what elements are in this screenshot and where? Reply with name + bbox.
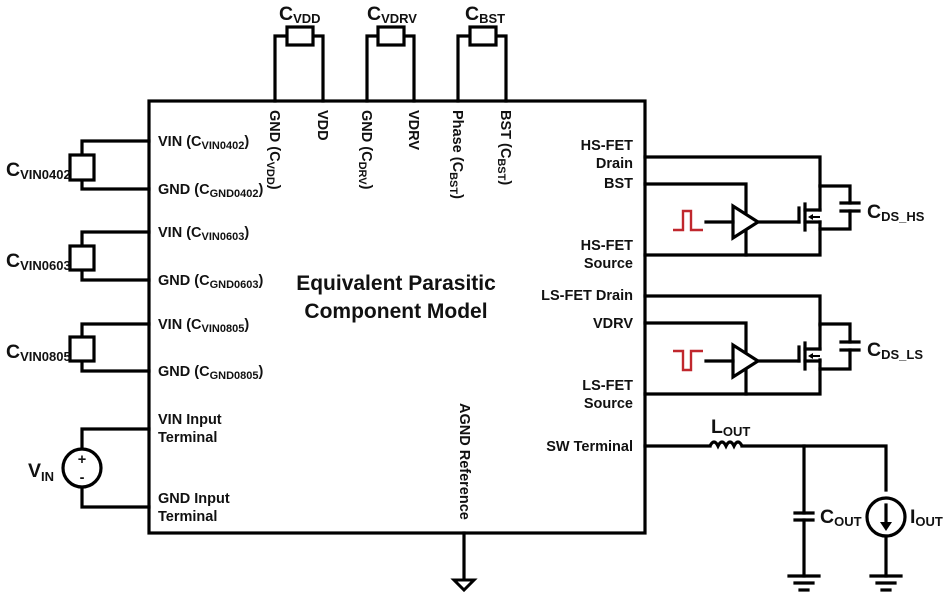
cout-ground-icon — [787, 574, 821, 592]
cap-cvin0805: CVIN0805 — [6, 322, 151, 373]
vin-label: VIN — [28, 460, 54, 484]
lout-inductor-icon — [708, 440, 744, 450]
ls-fet-section — [643, 294, 861, 396]
pin-vdrv: VDRV — [593, 316, 633, 332]
pin-phase: Phase (CBST) — [447, 110, 465, 199]
pin-sw-terminal: SW Terminal — [546, 439, 633, 455]
vin-input-terminal-2: Terminal — [158, 430, 217, 446]
cvdd-body — [285, 25, 315, 47]
pin-bst: BST — [604, 176, 633, 192]
cvdrv-label: CVDRV — [367, 3, 417, 26]
lout-label: LOUT — [711, 416, 750, 439]
pin-gnd-0402: GND (CGND0402) — [158, 182, 263, 200]
vin-source-circle — [61, 447, 103, 489]
hs-fet-section — [643, 155, 861, 257]
pin-gnd-0805: GND (CGND0805) — [158, 364, 263, 382]
hs-pwm-pulse-icon — [673, 209, 703, 232]
cbst-label: CBST — [465, 3, 505, 26]
iout-ground-icon — [869, 574, 903, 592]
pin-hs-drain-1: HS-FET — [581, 138, 634, 154]
cap-cvdrv: CVDRV — [365, 3, 417, 103]
agnd-reference-label: AGND Reference — [456, 403, 472, 520]
cvdd-label: CVDD — [279, 3, 321, 26]
vin-source: + - VIN — [28, 427, 151, 509]
svg-text:CVIN0805: CVIN0805 — [6, 341, 71, 364]
pin-gnd-cdrv: GND (CDRV) — [356, 110, 374, 190]
pin-ls-source-2: Source — [584, 396, 633, 412]
pin-vin-0402: VIN (CVIN0402) — [158, 134, 249, 152]
pin-bst-top: BST (CBST) — [495, 110, 513, 185]
cap-cvdd: CVDD — [273, 3, 325, 103]
cap-cvin0603: CVIN0603 — [6, 230, 151, 282]
pin-hs-drain-2: Drain — [596, 156, 633, 172]
iout-arrow-icon — [880, 522, 892, 531]
gnd-input-terminal-1: GND Input — [158, 491, 230, 507]
ls-pwm-pulse-icon — [673, 349, 703, 372]
cout-label: COUT — [820, 506, 862, 529]
svg-text:CVIN0402: CVIN0402 — [6, 159, 71, 182]
cvdrv-body — [376, 25, 406, 47]
pin-ls-drain: LS-FET Drain — [541, 288, 633, 304]
pin-hs-source-1: HS-FET — [581, 238, 634, 254]
vin-minus: - — [80, 470, 85, 486]
pin-gnd-cvdd: GND (CVDD) — [264, 110, 282, 190]
pin-vin-0603: VIN (CVIN0603) — [158, 225, 249, 243]
title-line-1: Equivalent Parasitic — [296, 272, 496, 295]
main-block — [147, 99, 647, 535]
pin-ls-source-1: LS-FET — [582, 378, 633, 394]
pin-vdrv-top: VDRV — [405, 110, 421, 150]
vin-plus: + — [78, 452, 86, 468]
pin-vdd: VDD — [314, 110, 330, 141]
svg-text:CVIN0603: CVIN0603 — [6, 250, 71, 273]
vin-input-terminal-1: VIN Input — [158, 412, 222, 428]
iout-label: IOUT — [910, 506, 943, 529]
agnd-ground-icon — [450, 531, 478, 593]
cap-cvin0402: CVIN0402 — [6, 139, 151, 191]
pin-gnd-0603: GND (CGND0603) — [158, 273, 263, 291]
title-line-2: Component Model — [304, 300, 487, 323]
cbst-body — [468, 25, 498, 47]
cap-cbst: CBST — [456, 3, 508, 103]
cds-hs-label: CDS_HS — [867, 201, 925, 224]
pin-hs-source-2: Source — [584, 256, 633, 272]
output-stage — [643, 440, 907, 592]
cds-ls-label: CDS_LS — [867, 339, 923, 362]
gnd-input-terminal-2: Terminal — [158, 509, 217, 525]
pin-vin-0805: VIN (CVIN0805) — [158, 317, 249, 335]
